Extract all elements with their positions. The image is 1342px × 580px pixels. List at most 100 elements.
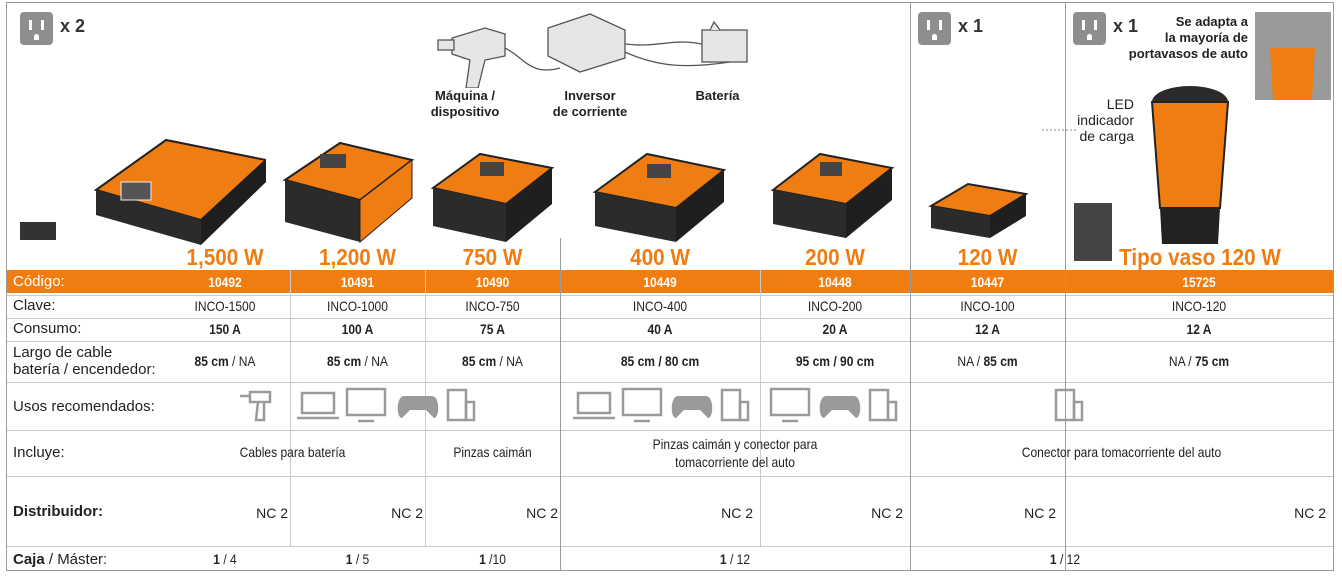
diagram-label-inverter: Inversor de corriente [552, 88, 628, 119]
cable-120: NA / 85 cm [957, 353, 1018, 369]
clave-120: INCO-100 [960, 298, 1015, 314]
code-row [7, 270, 1333, 293]
distribuidor-200: NC 2 [871, 505, 903, 521]
diagram-label-battery: Batería [695, 88, 740, 103]
caja-1200: 1 / 5 [345, 551, 370, 567]
caja-group-3: 1 / 12 [1049, 551, 1081, 567]
cup-holder-note: Se adapta a la mayoría de portavasos de … [1128, 14, 1248, 61]
product-image-200w [770, 152, 895, 238]
laptop-icon [573, 391, 615, 420]
clave-1500: INCO-1500 [194, 298, 256, 314]
code-400: 10449 [643, 274, 677, 290]
gamepad-icon [671, 396, 713, 418]
wattage-cup-120: Tipo vaso 120 W [1119, 244, 1281, 270]
gamepad-icon [819, 396, 861, 418]
code-1500: 10492 [208, 274, 242, 290]
distribuidor-cup-120: NC 2 [1294, 505, 1326, 521]
led-pointer [1042, 129, 1078, 131]
consumo-cup-120: 12 A [1186, 321, 1212, 337]
cable-1500: 85 cm / NA [194, 353, 256, 369]
tablet-icon [720, 388, 750, 422]
wattage-120: 120 W [957, 244, 1018, 270]
row-divider [7, 476, 1333, 477]
product-image-1200w [282, 141, 415, 244]
distribuidor-1500: NC 2 [256, 505, 288, 521]
row-label-largo-1: Largo de cable [13, 344, 113, 361]
clave-cup-120: INCO-120 [1171, 298, 1227, 314]
consumo-400: 40 A [647, 321, 673, 337]
laptop-icon [297, 391, 339, 420]
clave-1200: INCO-1000 [327, 298, 388, 314]
product-image-120w [928, 182, 1028, 238]
product-image-cup-120w [1074, 12, 1331, 261]
gamepad-icon [397, 396, 439, 418]
table-frame [6, 2, 1334, 571]
row-label-consumo: Consumo: [13, 320, 82, 337]
clave-750: INCO-750 [465, 298, 520, 314]
outlet-icon [1073, 12, 1106, 45]
caja-group-2: 1 / 12 [719, 551, 751, 567]
outlet-icon [20, 12, 53, 45]
row-divider [7, 341, 1333, 342]
led-note: LED indicador de carga [1077, 96, 1134, 144]
tablet-icon [1054, 388, 1084, 422]
cable-1200: 85 cm / NA [327, 353, 388, 369]
cable-750: 85 cm / NA [462, 353, 523, 369]
consumo-1200: 100 A [341, 321, 374, 337]
distribuidor-120: NC 2 [1024, 505, 1056, 521]
consumo-1500: 150 A [209, 321, 241, 337]
row-divider [7, 546, 1333, 547]
wattage-200: 200 W [805, 244, 865, 270]
row-divider [7, 430, 1333, 431]
incluye-pinzas-conector-2: tomacorriente del auto [675, 454, 795, 470]
distribuidor-1200: NC 2 [391, 505, 423, 521]
code-cup-120: 15725 [1182, 274, 1216, 290]
distribuidor-400: NC 2 [721, 505, 753, 521]
drill-icon [240, 390, 272, 422]
connection-diagram [437, 13, 748, 88]
code-120: 10447 [970, 274, 1005, 290]
row-label-caja: Caja / Máster: [13, 551, 108, 568]
cable-cup-120: NA / 75 cm [1168, 353, 1230, 369]
incluye-cables: Cables para batería [239, 444, 346, 460]
outlet-count-a: x 2 [60, 16, 86, 36]
outlet-count-b: x 1 [958, 16, 984, 36]
wattage-1200: 1,200 W [318, 244, 397, 270]
wattage-1500: 1,500 W [186, 244, 264, 270]
product-image-1500w [20, 138, 266, 245]
group-divider [560, 238, 561, 571]
row-divider [7, 382, 1333, 383]
diagram-label-machine: Máquina / dispositivo [430, 88, 500, 119]
row-label-incluye: Incluye: [13, 444, 65, 461]
column-divider [760, 270, 761, 546]
tablet-icon [446, 388, 476, 422]
group-divider [1065, 2, 1066, 571]
code-750: 10490 [475, 274, 510, 290]
outlet-count-c: x 1 [1113, 16, 1139, 36]
product-image-400w [592, 152, 727, 242]
monitor-icon [769, 387, 811, 423]
row-label-codigo: Código: [13, 273, 65, 290]
code-200: 10448 [818, 274, 852, 290]
outlet-icon [918, 12, 951, 45]
incluye-pinzas: Pinzas caimán [453, 444, 532, 460]
incluye-pinzas-conector-1: Pinzas caimán y conector para [652, 436, 818, 452]
group-divider [910, 2, 911, 571]
cable-200: 95 cm / 90 cm [795, 353, 875, 369]
consumo-120: 12 A [975, 321, 1000, 337]
row-label-clave: Clave: [13, 297, 56, 314]
caja-750: 1 /10 [479, 551, 506, 567]
wattage-400: 400 W [630, 244, 690, 270]
row-label-largo-2: batería / encendedor: [13, 361, 156, 378]
incluye-conector: Conector para tomacorriente del auto [1021, 444, 1222, 460]
product-image-750w [430, 152, 555, 242]
monitor-icon [345, 387, 387, 423]
clave-200: INCO-200 [807, 298, 863, 314]
row-divider [7, 318, 1333, 319]
monitor-icon [621, 387, 663, 423]
row-label-usos: Usos recomendados: [13, 398, 155, 415]
distribuidor-750: NC 2 [526, 505, 558, 521]
clave-400: INCO-400 [632, 298, 688, 314]
wattage-750: 750 W [462, 244, 523, 270]
